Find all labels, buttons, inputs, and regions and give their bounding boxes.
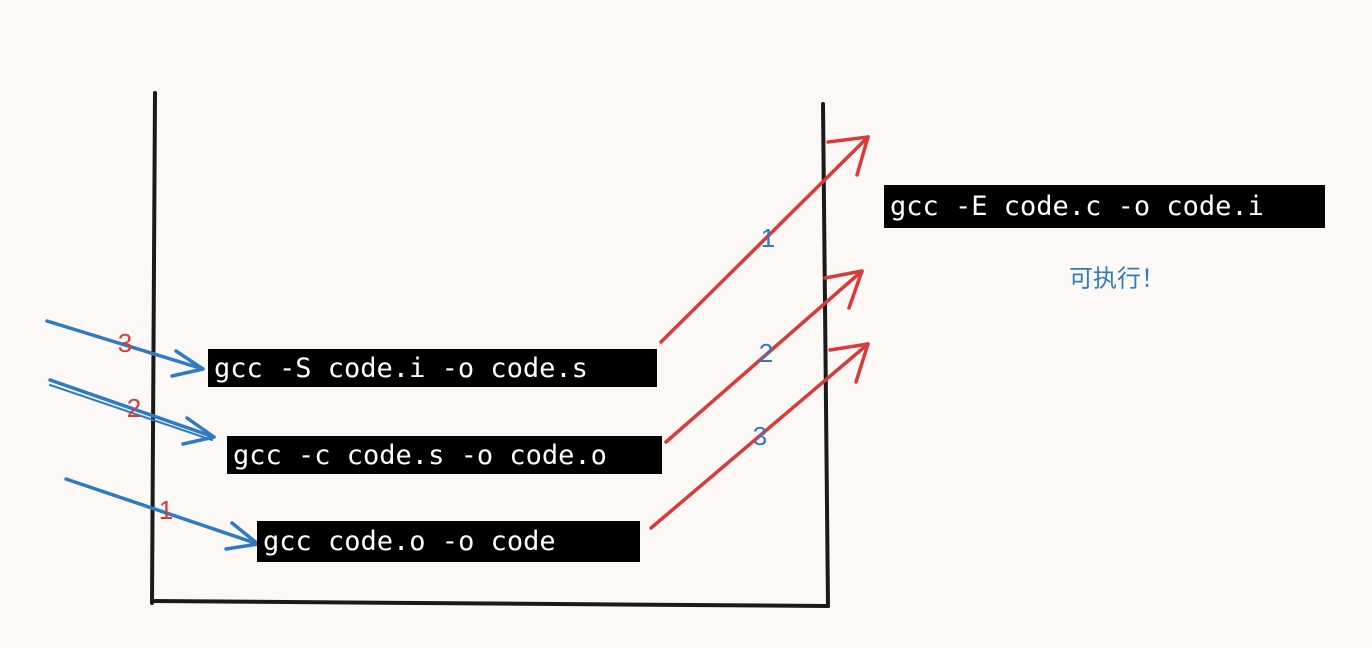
arrow-out-3 <box>649 342 870 530</box>
incoming-arrows <box>45 319 260 551</box>
command-assemble-text: gcc -c code.s -o code.o <box>233 439 607 471</box>
arrow-out-2 <box>664 269 864 444</box>
in-order-label-3: 3 <box>117 328 133 358</box>
out-order-label-1: 1 <box>760 223 776 253</box>
out-order-label-3: 3 <box>752 421 768 451</box>
arrow-in-3 <box>45 319 205 378</box>
container-right-wall <box>821 102 830 608</box>
in-order-label-2: 2 <box>126 393 142 423</box>
container-left-wall <box>150 91 157 605</box>
out-order-label-2: 2 <box>758 338 774 368</box>
outgoing-arrows <box>649 135 870 530</box>
container-bottom <box>150 599 830 608</box>
command-preprocess-text: gcc -E code.c -o code.i <box>890 191 1264 222</box>
arrow-out-1 <box>659 135 870 344</box>
command-link-text: gcc code.o -o code <box>263 526 556 557</box>
command-preprocess: gcc -E code.c -o code.i <box>884 185 1325 228</box>
arrow-in-2 <box>48 378 216 446</box>
command-assemble: gcc -c code.s -o code.o <box>227 436 662 474</box>
executable-note: 可执行！ <box>1069 264 1165 293</box>
command-link: gcc code.o -o code <box>257 521 640 562</box>
container <box>150 91 830 608</box>
in-order-label-1: 1 <box>158 495 174 525</box>
command-compile-text: gcc -S code.i -o code.s <box>214 352 588 384</box>
command-compile: gcc -S code.i -o code.s <box>208 349 657 387</box>
